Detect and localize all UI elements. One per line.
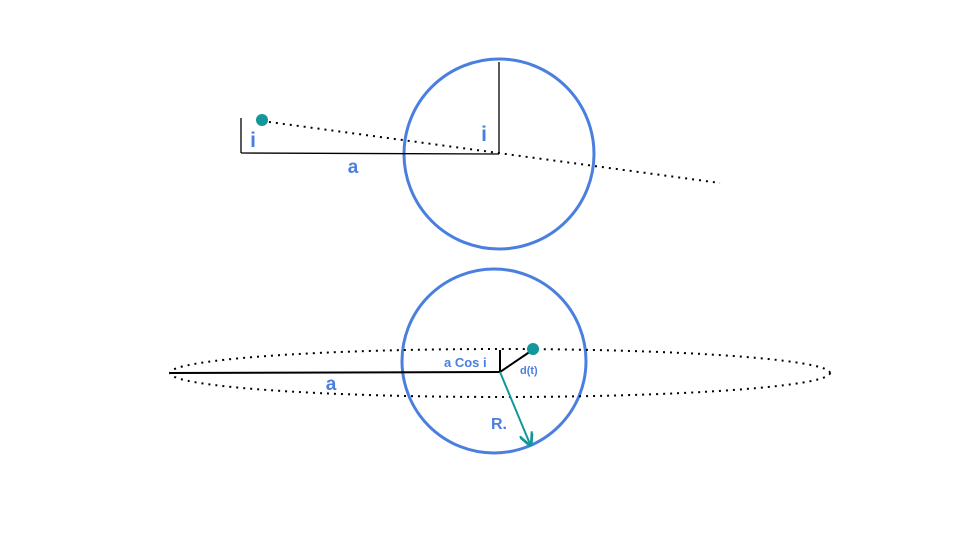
semi-major-axis-line-bottom (169, 371, 501, 374)
distance-label: d(t) (520, 365, 538, 377)
semi-major-axis-label-top: a (348, 157, 359, 178)
projected-offset-label: a Cos i (444, 355, 487, 370)
radius-arrow (499, 371, 530, 444)
line-of-sight (261, 120, 721, 184)
inclination-label-right: i (481, 123, 487, 146)
distance-line (499, 350, 532, 373)
star-disk-bottom (400, 267, 588, 455)
semi-major-axis-line-top (240, 152, 500, 155)
radius-label: R. (491, 416, 507, 433)
planet-top (256, 114, 268, 126)
planet-bottom (527, 343, 539, 355)
bottom-view: a Cos i d(t) a R. (169, 267, 831, 455)
semi-major-axis-label-bottom: a (326, 374, 337, 395)
top-view: i i a (240, 57, 721, 251)
inclination-label-left: i (250, 129, 256, 152)
